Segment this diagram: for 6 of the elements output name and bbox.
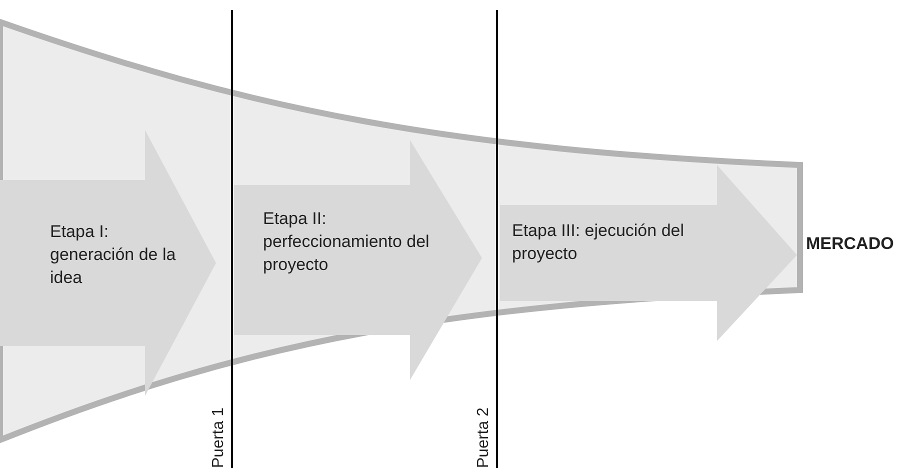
stage-label: Etapa II: perfeccionamiento del proyecto xyxy=(263,208,430,276)
stage-label: Etapa III: ejecución del proyecto xyxy=(512,220,686,265)
gate-label: Puerta 1 xyxy=(210,408,228,468)
market-label: MERCADO xyxy=(806,233,894,255)
stage-label: Etapa I: generación de la idea xyxy=(50,221,177,289)
gate-label: Puerta 2 xyxy=(475,408,493,468)
